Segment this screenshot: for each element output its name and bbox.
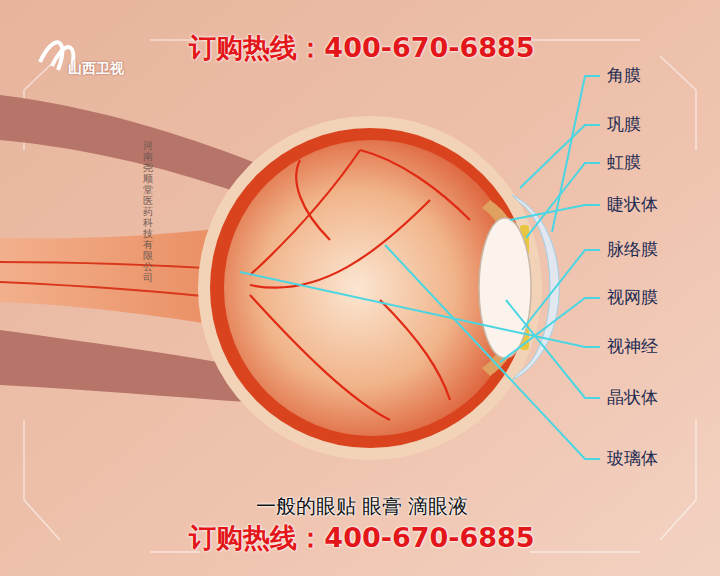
part-label: 巩膜 xyxy=(607,115,641,135)
part-label: 角膜 xyxy=(607,66,641,86)
leader-line xyxy=(240,76,600,459)
lens xyxy=(479,218,531,358)
part-label: 玻璃体 xyxy=(607,449,658,469)
part-label: 视神经 xyxy=(607,337,658,357)
choroid xyxy=(210,128,530,448)
part-label: 晶状体 xyxy=(607,388,658,408)
caption-text: 一般的眼贴 眼膏 滴眼液 xyxy=(256,495,469,518)
sclera xyxy=(198,116,542,460)
cornea xyxy=(512,195,559,380)
part-label: 虹膜 xyxy=(607,153,641,173)
channel-logo: 山西卫视 xyxy=(68,60,124,76)
part-label: 脉络膜 xyxy=(607,240,658,260)
company-watermark: 河南尧顺堂医药科技有限公司 xyxy=(143,140,153,283)
hotline-text: 订购热线：400-670-6885 xyxy=(189,32,534,63)
vitreous xyxy=(224,140,520,436)
hotline-text: 订购热线：400-670-6885 xyxy=(189,522,534,553)
part-label: 睫状体 xyxy=(607,195,658,215)
blood-vessel xyxy=(250,150,470,420)
part-label: 视网膜 xyxy=(607,288,658,308)
